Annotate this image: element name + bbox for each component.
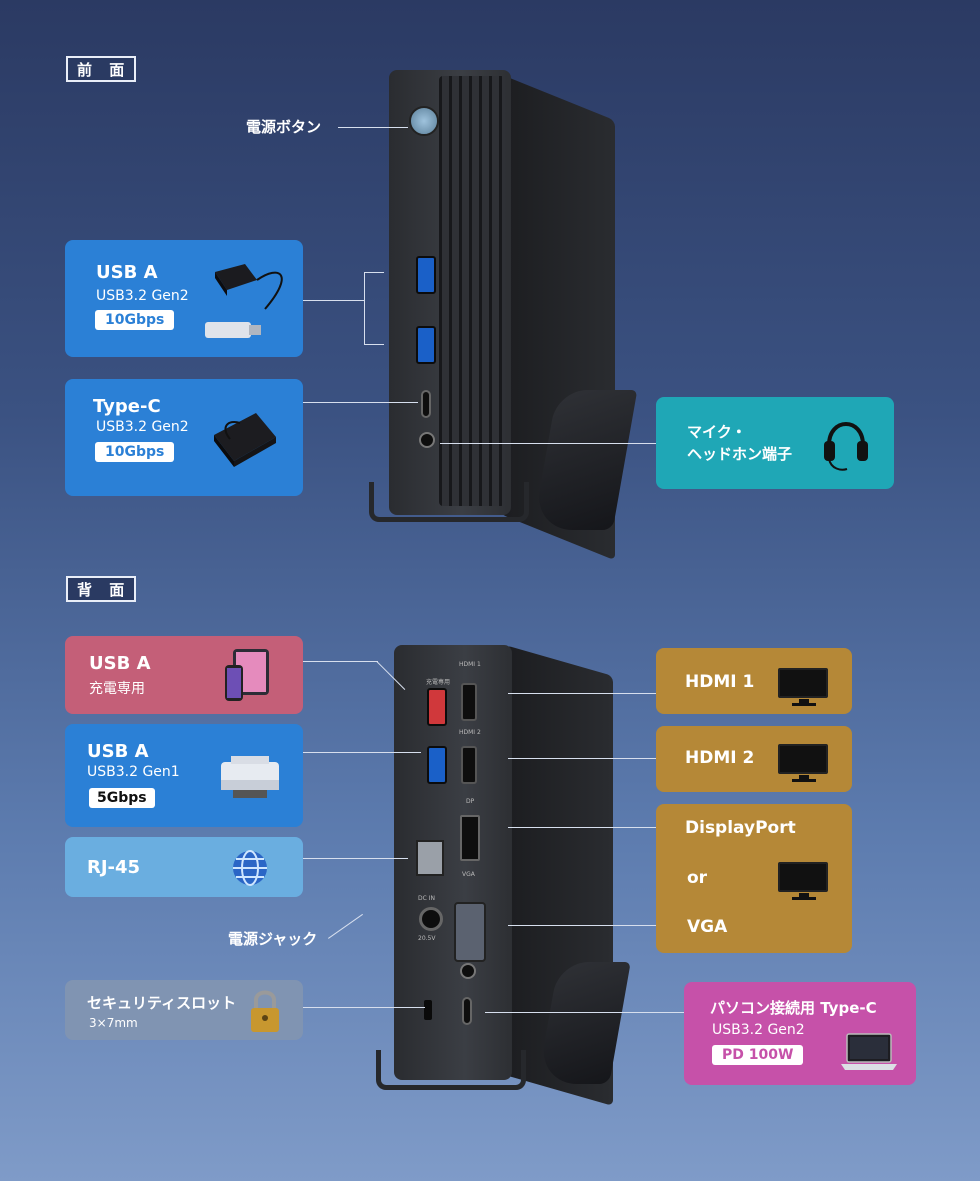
front-vent-fins	[439, 76, 505, 506]
front-type-c-spec: USB3.2 Gen2	[96, 419, 189, 435]
back-usb-a-card: USB A USB3.2 Gen1 5Gbps	[65, 724, 303, 827]
security-slot-card: セキュリティスロット 3×7mm	[65, 980, 303, 1040]
headset-icon	[821, 407, 871, 477]
display-card: DisplayPort or VGA	[656, 804, 852, 953]
back-type-c-port	[462, 997, 472, 1025]
panel-vga-label: VGA	[462, 871, 475, 878]
tablet-phone-icon	[223, 647, 271, 703]
pc-type-c-pd-badge: PD 100W	[712, 1045, 804, 1065]
monitor-icon	[778, 668, 828, 706]
front-usb-a-leader	[303, 300, 365, 301]
power-button-label: 電源ボタン	[246, 118, 322, 136]
front-audio-jack	[419, 432, 435, 448]
panel-charge-label: 充電専用	[426, 679, 451, 686]
front-usb-a-bracket	[364, 272, 365, 344]
panel-dcin-label: DC IN	[418, 895, 435, 902]
back-usb-a-spec: USB3.2 Gen1	[87, 764, 180, 780]
front-usb-a-port-2	[416, 326, 436, 364]
back-usb-a-leader	[303, 752, 421, 753]
front-usb-a-spec: USB3.2 Gen2	[96, 288, 189, 304]
front-type-c-speed-badge: 10Gbps	[95, 442, 175, 462]
security-slot-size: 3×7mm	[89, 1016, 138, 1030]
hdmi2-port	[461, 746, 477, 784]
vga-screw-icon	[460, 963, 476, 979]
printer-icon	[217, 754, 283, 802]
front-audio-card: マイク・ ヘッドホン端子	[656, 397, 894, 489]
front-section-tag: 前 面	[66, 56, 137, 82]
vga-port	[454, 902, 486, 962]
globe-icon	[231, 849, 269, 887]
front-type-c-card: Type-C USB3.2 Gen2 10Gbps	[65, 379, 303, 496]
back-usb-a-charge-title: USB A	[89, 653, 151, 674]
front-audio-line2: ヘッドホン端子	[687, 445, 793, 463]
hdmi2-card: HDMI 2	[656, 726, 852, 792]
rj45-card: RJ-45	[65, 837, 303, 897]
displayport-leader	[508, 827, 656, 828]
pc-type-c-title: パソコン接続用 Type-C	[710, 999, 877, 1017]
front-base	[369, 482, 529, 522]
pc-type-c-leader	[485, 1012, 684, 1013]
front-audio-leader	[440, 443, 656, 444]
back-base	[376, 1050, 526, 1090]
front-audio-line1: マイク・	[687, 423, 747, 441]
back-usb-a-charge-leader	[303, 661, 378, 662]
back-usb-a-port	[427, 746, 447, 784]
back-usb-a-charge-card: USB A 充電専用	[65, 636, 303, 714]
front-usb-a-bracket-top	[364, 272, 384, 273]
panel-hdmi1-label: HDMI 1	[459, 661, 481, 668]
laptop-icon	[839, 1032, 899, 1072]
padlock-icon	[248, 988, 282, 1034]
power-button[interactable]	[409, 106, 439, 136]
hdmi1-title: HDMI 1	[685, 672, 755, 692]
front-usb-a-card: USB A USB3.2 Gen2 10Gbps	[65, 240, 303, 357]
panel-dp-label: DP	[466, 798, 475, 805]
display-or-text: or	[687, 868, 708, 888]
security-slot	[424, 1000, 432, 1020]
power-button-leader	[338, 127, 408, 128]
displayport-port	[460, 815, 480, 861]
rj45-leader	[303, 858, 408, 859]
front-usb-a-bracket-bottom	[364, 344, 384, 345]
back-usb-a-title: USB A	[87, 741, 149, 762]
back-usb-a-charge-desc: 充電専用	[89, 681, 145, 697]
ssd-icon	[210, 409, 280, 469]
back-usb-a-charge-port	[427, 688, 447, 726]
front-usb-a-port-1	[416, 256, 436, 294]
back-dock-body: 充電専用 HDMI 1 HDMI 2 DP VGA DC IN 20.5V	[394, 645, 512, 1080]
power-jack-leader	[328, 913, 363, 939]
front-type-c-leader	[303, 402, 418, 403]
front-usb-a-speed-badge: 10Gbps	[95, 310, 175, 330]
rj45-title: RJ-45	[87, 857, 141, 878]
pc-type-c-spec: USB3.2 Gen2	[712, 1022, 805, 1038]
hdmi2-title: HDMI 2	[685, 748, 755, 768]
hdmi2-leader	[508, 758, 656, 759]
panel-hdmi2-label: HDMI 2	[459, 729, 481, 736]
front-dock-body	[389, 70, 511, 515]
hdmi1-leader	[508, 693, 656, 694]
pc-type-c-card: パソコン接続用 Type-C USB3.2 Gen2 PD 100W	[684, 982, 916, 1085]
front-type-c-port	[421, 390, 431, 418]
front-usb-a-title: USB A	[96, 262, 158, 283]
hdmi1-card: HDMI 1	[656, 648, 852, 714]
hdmi1-port	[461, 683, 477, 721]
rj45-port	[416, 840, 444, 876]
back-usb-a-speed-badge: 5Gbps	[89, 788, 155, 808]
security-slot-title: セキュリティスロット	[87, 994, 237, 1012]
front-type-c-title: Type-C	[93, 396, 161, 417]
back-section-tag: 背 面	[66, 576, 137, 602]
vga-title: VGA	[687, 917, 728, 937]
dc-in-jack	[419, 907, 443, 931]
security-slot-leader	[303, 1007, 425, 1008]
monitor-icon	[778, 862, 828, 900]
hdd-hub-icon	[205, 254, 290, 346]
vga-leader	[508, 925, 656, 926]
displayport-title: DisplayPort	[685, 818, 796, 838]
monitor-icon	[778, 744, 828, 782]
panel-volt-label: 20.5V	[418, 935, 436, 942]
power-jack-label: 電源ジャック	[228, 930, 318, 948]
